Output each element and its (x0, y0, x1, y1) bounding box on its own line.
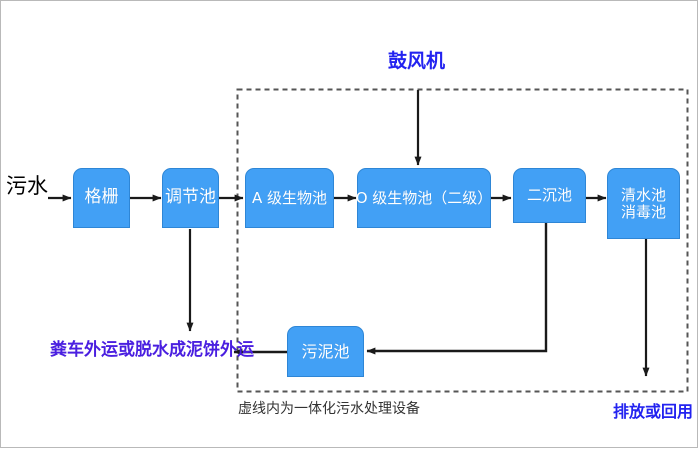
node-regulating-tank-label: 调节池 (165, 187, 216, 208)
node-sludge-tank[interactable]: 污泥池 (287, 326, 364, 377)
node-secondary-clarifier-label: 二沉池 (526, 186, 572, 205)
node-o-stage-bio-tank[interactable]: O 级生物池（二级） (355, 168, 493, 228)
node-secondary-clarifier[interactable]: 二沉池 (513, 168, 586, 223)
node-o-stage-bio-tank-label: O 级生物池（二级） (355, 188, 493, 207)
label-wastewater-inlet: 污水 (6, 174, 48, 198)
node-regulating-tank[interactable]: 调节池 (162, 168, 219, 228)
label-discharge-or-reuse: 排放或回用 (613, 402, 694, 421)
node-grille[interactable]: 格栅 (73, 168, 130, 228)
node-a-stage-bio-tank-label: A 级生物池 (251, 188, 328, 207)
label-dashed-box-caption: 虚线内为一体化污水处理设备 (238, 401, 420, 417)
node-a-stage-bio-tank[interactable]: A 级生物池 (245, 168, 334, 228)
integrated-equipment-dashed-box (236, 88, 689, 393)
label-blower: 鼓风机 (388, 50, 446, 72)
node-grille-label: 格栅 (84, 187, 119, 208)
label-sludge-disposal: 粪车外运或脱水成泥饼外运 (50, 340, 254, 360)
node-clearwater-tank-label-line2: 消毒池 (620, 202, 666, 221)
node-clearwater-disinfection-tank[interactable]: 清水池 消毒池 (607, 168, 680, 239)
node-sludge-tank-label: 污泥池 (301, 341, 350, 361)
node-clearwater-tank-label-line1: 清水池 (620, 185, 666, 204)
arrow-clarifier-to-sludge-tank (366, 223, 548, 355)
